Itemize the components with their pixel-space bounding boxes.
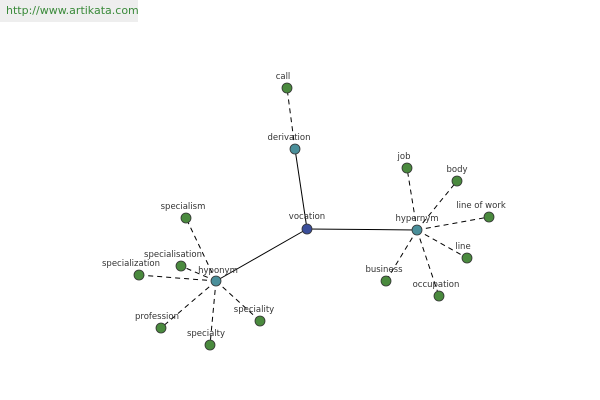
term-label-specialization[interactable]: specialization: [102, 259, 160, 269]
term-label-specialty[interactable]: specialty: [187, 329, 225, 339]
edge-hypernym-business: [385, 229, 418, 282]
center-label-vocation[interactable]: vocation: [289, 212, 325, 222]
edge-vocation-derivation: [294, 148, 308, 230]
term-node-line[interactable]: [461, 252, 473, 264]
term-label-line[interactable]: line: [455, 242, 470, 252]
term-node-specialization[interactable]: [133, 269, 145, 281]
term-node-business[interactable]: [380, 275, 392, 287]
term-label-body[interactable]: body: [446, 165, 467, 175]
edge-hyponym-speciality: [215, 280, 261, 322]
edge-vocation-hyponym: [215, 228, 308, 282]
edge-hypernym-job: [406, 167, 418, 231]
term-label-call[interactable]: call: [276, 72, 291, 82]
term-node-specialisation[interactable]: [175, 260, 187, 272]
term-label-occupation[interactable]: occupation: [413, 280, 460, 290]
edge-hypernym-line: [416, 229, 468, 259]
edge-hyponym-specialisation: [180, 265, 217, 282]
source-url[interactable]: http://www.artikata.com: [0, 0, 139, 22]
relation-node-derivation[interactable]: [289, 143, 301, 155]
edge-hypernym-occupation: [416, 229, 440, 297]
relation-node-hypernym[interactable]: [411, 224, 423, 236]
edge-hyponym-specialism: [185, 217, 217, 282]
center-node-vocation[interactable]: [301, 223, 313, 235]
relation-node-hyponym[interactable]: [210, 275, 222, 287]
edge-hyponym-profession: [160, 280, 217, 329]
term-label-line-of-work[interactable]: line of work: [456, 201, 506, 211]
term-node-line-of-work[interactable]: [483, 211, 495, 223]
term-label-specialism[interactable]: specialism: [161, 202, 206, 212]
term-node-specialty[interactable]: [204, 339, 216, 351]
term-label-profession[interactable]: profession: [135, 312, 179, 322]
term-label-business[interactable]: business: [365, 265, 403, 275]
edge-vocation-hypernym: [306, 228, 418, 231]
relation-label-hypernym[interactable]: hypernym: [395, 214, 438, 224]
edge-hypernym-body: [416, 180, 458, 231]
edge-hyponym-specialty: [209, 280, 217, 346]
term-label-job[interactable]: job: [397, 152, 411, 162]
term-label-specialisation[interactable]: specialisation: [144, 250, 202, 260]
edge-hyponym-specialization: [138, 274, 217, 282]
edge-hypernym-line-of-work: [416, 216, 490, 231]
graph-labels: call job body line of work line occupation bus…: [102, 72, 506, 339]
term-node-body[interactable]: [451, 175, 463, 187]
term-node-job[interactable]: [401, 162, 413, 174]
relation-label-hyponym[interactable]: hyponym: [198, 266, 238, 276]
term-node-specialism[interactable]: [180, 212, 192, 224]
graph-edges: [138, 87, 490, 346]
term-node-call[interactable]: [281, 82, 293, 94]
term-node-profession[interactable]: [155, 322, 167, 334]
edge-derivation-call: [286, 87, 296, 150]
relation-label-derivation[interactable]: derivation: [267, 133, 310, 143]
graph-nodes: [133, 82, 495, 351]
term-node-occupation[interactable]: [433, 290, 445, 302]
term-label-speciality[interactable]: speciality: [234, 305, 274, 315]
term-node-speciality[interactable]: [254, 315, 266, 327]
